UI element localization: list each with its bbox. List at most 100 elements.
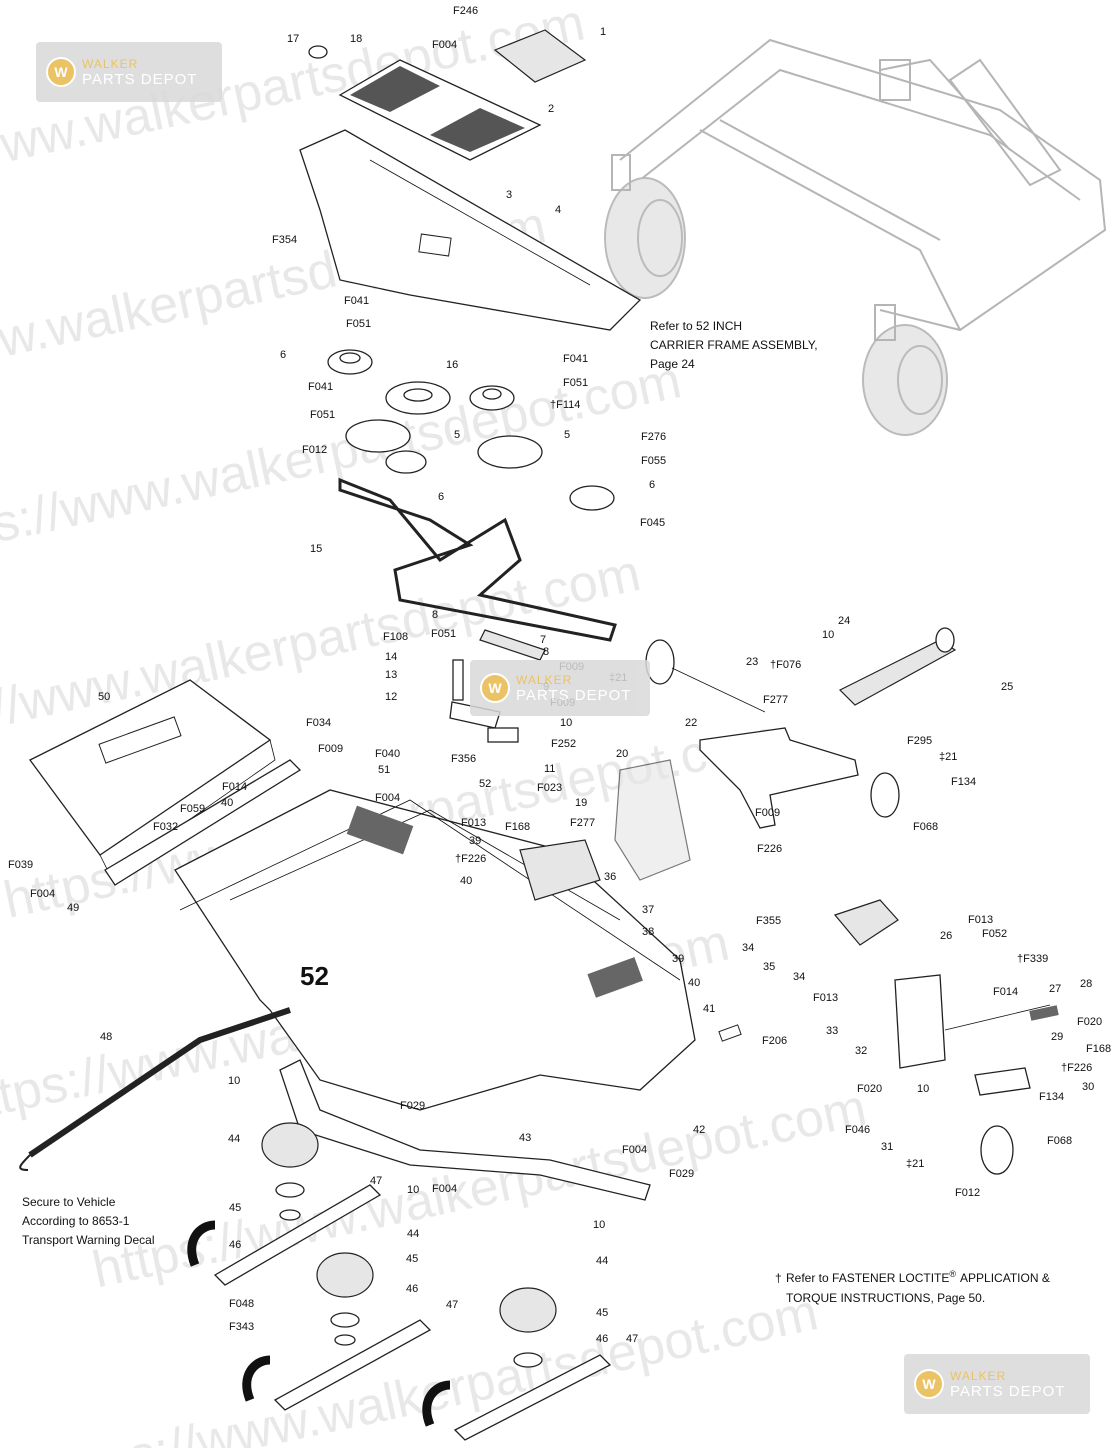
part-callout: F168: [505, 821, 530, 833]
part-callout: 44: [228, 1133, 240, 1145]
part-callout: F039: [8, 859, 33, 871]
part-callout: 2: [548, 103, 554, 115]
part-callout: 46: [596, 1333, 608, 1345]
loctite-text: Refer to FASTENER LOCTITE: [786, 1271, 949, 1285]
logo-line-1: WALKER: [950, 1369, 1007, 1383]
part-callout: 32: [855, 1045, 867, 1057]
part-callout: F277: [763, 694, 788, 706]
part-callout: 50: [98, 691, 110, 703]
part-callout: F343: [229, 1321, 254, 1333]
walker-logo-icon: W: [914, 1369, 944, 1399]
part-callout: 3: [506, 189, 512, 201]
part-callout: 1: [600, 26, 606, 38]
height-adjust-assembly: [718, 899, 1059, 1096]
part-callout: 40: [221, 797, 233, 809]
part-36-gearbox: [519, 839, 601, 901]
part-callout: 47: [626, 1333, 638, 1345]
spindle-blade-left: [213, 1122, 382, 1286]
part-callout: F014: [222, 781, 247, 793]
part-callout: F059: [180, 803, 205, 815]
part-callout: F009: [318, 743, 343, 755]
part-callout: 5: [564, 429, 570, 441]
part-callout: 48: [100, 1031, 112, 1043]
part-callout: 52: [479, 778, 491, 790]
part-callout: 31: [881, 1141, 893, 1153]
part-1-cover-plate: [493, 29, 587, 83]
part-callout: F295: [907, 735, 932, 747]
part-callout: F356: [451, 753, 476, 765]
carrier-note-line-3: Page 24: [650, 357, 695, 371]
part-callout: 10: [822, 629, 834, 641]
part-49-hinge: [104, 759, 302, 886]
part-callout: 39: [672, 953, 684, 965]
part-callout: 43: [519, 1132, 531, 1144]
part-callout: F012: [955, 1187, 980, 1199]
part-callout: F068: [1047, 1135, 1072, 1147]
part-48-strap: [19, 1007, 291, 1171]
part-15-belt: [338, 477, 617, 642]
part-callout: 34: [742, 942, 754, 954]
loctite-dagger: †: [775, 1271, 782, 1285]
part-callout: 6: [280, 349, 286, 361]
part-callout: F055: [641, 455, 666, 467]
walker-logo-icon: W: [480, 673, 510, 703]
part-callout: 6: [649, 479, 655, 491]
part-callout: 5: [454, 429, 460, 441]
part-callout: F013: [461, 817, 486, 829]
part-18-grille: [338, 59, 542, 161]
part-callout: F051: [563, 377, 588, 389]
part-callout: 10: [593, 1219, 605, 1231]
loctite-note-line-1: Refer to FASTENER LOCTITE®APPLICATION &: [786, 1269, 1050, 1285]
walker-logo-badge-center: W WALKER PARTS DEPOT: [470, 660, 650, 716]
part-callout: 47: [446, 1299, 458, 1311]
carrier-frame-ghost: [604, 38, 1107, 436]
secure-note-line-2: According to 8653-1: [22, 1214, 130, 1228]
logo-line-2: PARTS DEPOT: [82, 71, 198, 88]
gauge-wheel-assembly: [645, 639, 1014, 1175]
part-callout: F020: [1077, 1016, 1102, 1028]
part-callout: 47: [370, 1175, 382, 1187]
part-callout: 15: [310, 543, 322, 555]
part-callout: F168: [1086, 1043, 1111, 1055]
part-callout: F246: [453, 5, 478, 17]
part-callout: 44: [407, 1228, 419, 1240]
carrier-note-line-1: Refer to 52 INCH: [650, 319, 742, 333]
walker-logo-icon: W: [46, 57, 76, 87]
part-callout: 44: [596, 1255, 608, 1267]
part-callout: 17: [287, 33, 299, 45]
part-callout: F355: [756, 915, 781, 927]
part-callout: F004: [375, 792, 400, 804]
part-callout: F277: [570, 817, 595, 829]
part-callout: †F076: [770, 659, 801, 671]
part-callout: 10: [917, 1083, 929, 1095]
secure-note-line-3: Transport Warning Decal: [22, 1233, 155, 1247]
part-callout: 10: [228, 1075, 240, 1087]
part-callout: 12: [385, 691, 397, 703]
part-callout: F009: [755, 807, 780, 819]
part-callout: 24: [838, 615, 850, 627]
part-callout: F041: [344, 295, 369, 307]
part-callout: 39: [469, 835, 481, 847]
part-callout: 11: [544, 763, 555, 775]
watermark-line: https://www.walkerpartsdepot.com: [88, 1079, 872, 1300]
part-callout: F032: [153, 821, 178, 833]
part-callout: F046: [845, 1124, 870, 1136]
part-callout: 30: [1082, 1081, 1094, 1093]
part-callout: F252: [551, 738, 576, 750]
part-callout: F051: [431, 628, 456, 640]
part-callout: 40: [688, 977, 700, 989]
part-callout: 26: [940, 930, 952, 942]
part-callout: †F114: [550, 399, 580, 411]
part-callout: †F226: [455, 853, 486, 865]
part-callout: 51: [378, 764, 390, 776]
part-callout: F134: [951, 776, 976, 788]
part-17-knob: [308, 45, 328, 59]
part-callout: F068: [913, 821, 938, 833]
logo-line-2: PARTS DEPOT: [516, 687, 632, 704]
part-callout: 46: [406, 1283, 418, 1295]
part-callout: †F339: [1017, 953, 1048, 965]
part-callout: F045: [640, 517, 665, 529]
part-50-discharge-chute: [29, 679, 276, 876]
part-callout: F041: [563, 353, 588, 365]
part-callout: F029: [669, 1168, 694, 1180]
